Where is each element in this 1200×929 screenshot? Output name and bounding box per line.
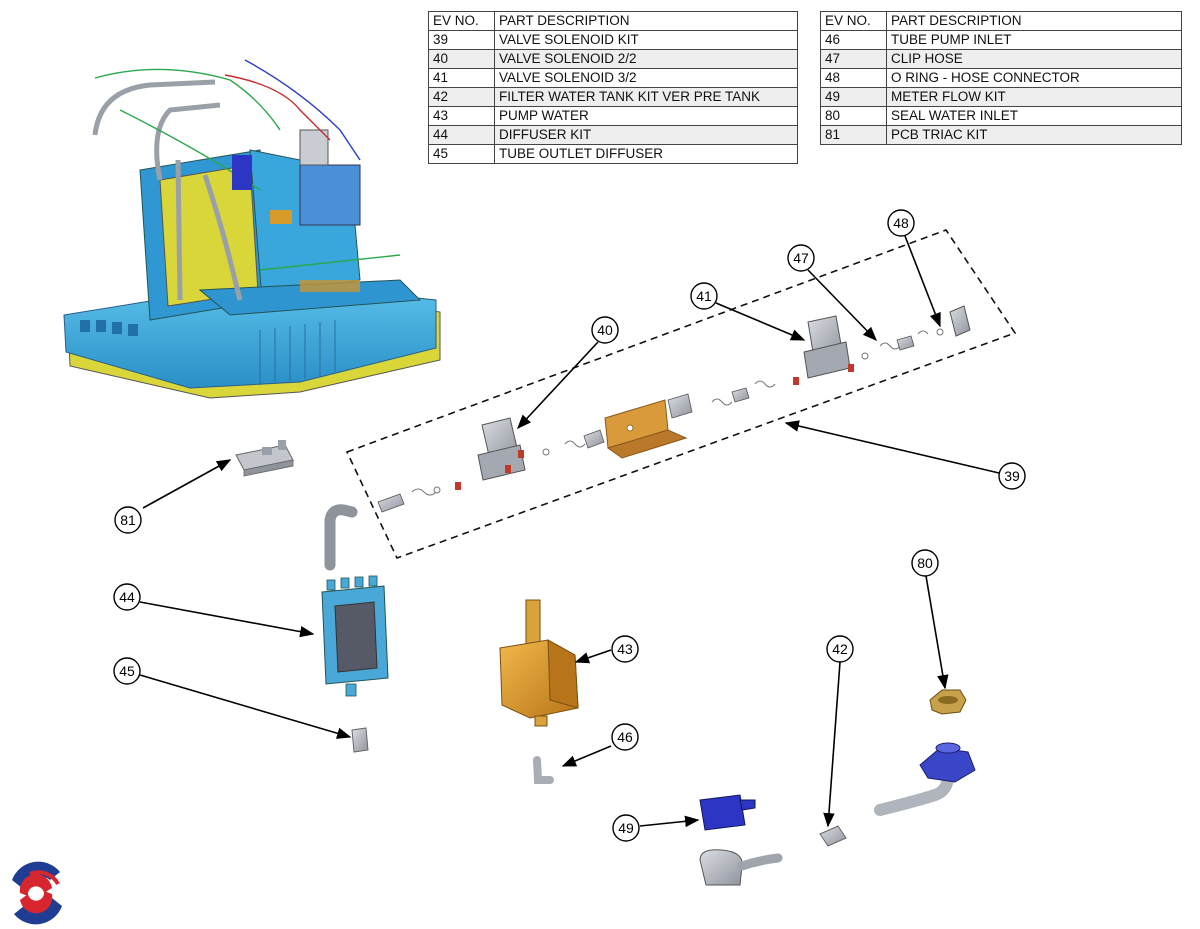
ev-no-cell: 43 bbox=[428, 106, 495, 126]
svg-text:42: 42 bbox=[832, 641, 848, 657]
description-cell: PCB TRIAC KIT bbox=[886, 125, 1182, 145]
seal-water-inlet-part bbox=[929, 689, 967, 715]
ev-no-cell: 45 bbox=[428, 144, 495, 164]
diffuser-tube-elbow bbox=[324, 504, 358, 571]
callout-80: 80 bbox=[911, 549, 939, 577]
svg-text:44: 44 bbox=[119, 589, 135, 605]
header-part-description: PART DESCRIPTION bbox=[886, 11, 1182, 31]
callout-43: 43 bbox=[611, 635, 639, 663]
description-cell: CLIP HOSE bbox=[886, 49, 1182, 69]
description-cell: TUBE OUTLET DIFFUSER bbox=[494, 144, 798, 164]
description-cell: O RING - HOSE CONNECTOR bbox=[886, 68, 1182, 88]
description-cell: VALVE SOLENOID 2/2 bbox=[494, 49, 798, 69]
callout-40: 40 bbox=[591, 316, 619, 344]
ev-no-cell: 42 bbox=[428, 87, 495, 107]
ev-no-cell: 41 bbox=[428, 68, 495, 88]
callout-48: 48 bbox=[887, 209, 915, 237]
tube-pump-inlet-part bbox=[533, 756, 554, 784]
valve-solenoid-2-2-part bbox=[477, 417, 526, 481]
valve-kit-parts bbox=[377, 305, 971, 513]
callout-46: 46 bbox=[611, 723, 639, 751]
svg-text:43: 43 bbox=[617, 641, 633, 657]
tube-outlet-diffuser-part bbox=[351, 727, 369, 753]
description-cell: SEAL WATER INLET bbox=[886, 106, 1182, 126]
ev-no-cell: 81 bbox=[820, 125, 887, 145]
machine-assembly bbox=[63, 59, 441, 399]
svg-text:41: 41 bbox=[696, 288, 712, 304]
brand-swirl-logo-icon bbox=[6, 861, 66, 925]
callout-39: 39 bbox=[998, 462, 1026, 490]
callout-42: 42 bbox=[826, 635, 854, 663]
filter-water-tank-part bbox=[819, 825, 847, 847]
header-ev-no: EV NO. bbox=[820, 11, 887, 31]
diffuser-part bbox=[321, 575, 389, 697]
ev-no-cell: 80 bbox=[820, 106, 887, 126]
callout-41: 41 bbox=[690, 282, 718, 310]
header-ev-no: EV NO. bbox=[428, 11, 495, 31]
valve-solenoid-3-2-part bbox=[803, 315, 854, 379]
leader-lines bbox=[139, 235, 1000, 828]
svg-text:45: 45 bbox=[119, 663, 135, 679]
meter-flow-part bbox=[699, 794, 783, 886]
description-cell: FILTER WATER TANK KIT VER PRE TANK bbox=[494, 87, 798, 107]
callout-47: 47 bbox=[787, 244, 815, 272]
svg-text:47: 47 bbox=[793, 250, 809, 266]
description-cell: PUMP WATER bbox=[494, 106, 798, 126]
callout-45: 45 bbox=[113, 657, 141, 685]
pcb-triac-part bbox=[235, 440, 294, 477]
svg-text:46: 46 bbox=[617, 729, 633, 745]
table-header-row: EV NO. PART DESCRIPTION bbox=[428, 11, 798, 31]
inlet-hose-assembly bbox=[874, 742, 976, 816]
description-cell: DIFFUSER KIT bbox=[494, 125, 798, 145]
water-pump-part bbox=[499, 599, 579, 727]
callout-49: 49 bbox=[612, 814, 640, 842]
svg-text:39: 39 bbox=[1004, 468, 1020, 484]
svg-text:49: 49 bbox=[618, 820, 634, 836]
callout-81: 81 bbox=[114, 506, 142, 534]
table-header-row: EV NO. PART DESCRIPTION bbox=[820, 11, 1182, 31]
svg-text:81: 81 bbox=[120, 512, 136, 528]
svg-text:48: 48 bbox=[893, 215, 909, 231]
header-part-description: PART DESCRIPTION bbox=[494, 11, 798, 31]
valve-bracket-part bbox=[604, 399, 688, 459]
valve-kit-dashed-box bbox=[345, 229, 1017, 560]
callout-labels: 39 40 41 47 48 81 44 45 43 46 42 80 49 bbox=[113, 209, 1026, 842]
callout-44: 44 bbox=[113, 583, 141, 611]
svg-text:80: 80 bbox=[917, 555, 933, 571]
svg-text:40: 40 bbox=[597, 322, 613, 338]
